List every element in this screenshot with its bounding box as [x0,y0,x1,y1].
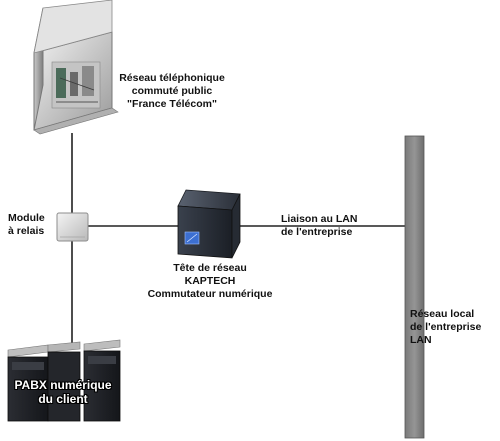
lan-link-label-line-1: Liaison au LAN [281,213,358,225]
kaptech-label-line-2: KAPTECH [184,275,236,287]
pabx-label-line-1: PABX numérique [14,378,112,392]
local-network-label-line-3: LAN [410,334,432,346]
relay-module-label-line-1: Module [8,212,45,224]
pstn-label-line-1: Réseau téléphonique [119,72,225,84]
lan-backbone-pillar [404,135,425,439]
kaptech-label: Tête de réseau KAPTECH Commutateur numér… [130,262,290,301]
local-network-label-line-2: de l'entreprise [410,321,482,333]
pabx-label: PABX numérique du client [2,378,124,406]
local-network-label: Réseau local de l'entreprise LAN [410,308,481,347]
pstn-label-line-3: "France Télécom" [127,98,217,110]
relay-module-label-line-2: à relais [8,225,45,237]
relay-module-image [56,212,89,242]
lan-link-label-line-2: de l'entreprise [281,226,353,238]
kaptech-switch-image [177,189,241,259]
lan-link-label: Liaison au LAN de l'entreprise [281,213,357,239]
kaptech-label-line-1: Tête de réseau [173,262,247,274]
pstn-cabinet-image [33,0,119,135]
local-network-label-line-1: Réseau local [410,308,475,320]
pabx-cabinets-image [7,339,121,422]
relay-module-label: Module à relais [8,212,45,238]
kaptech-label-line-3: Commutateur numérique [147,288,273,300]
pstn-label: Réseau téléphonique commuté public "Fran… [108,72,236,111]
pabx-label-line-2: du client [38,392,88,406]
pstn-label-line-2: commuté public [131,85,213,97]
